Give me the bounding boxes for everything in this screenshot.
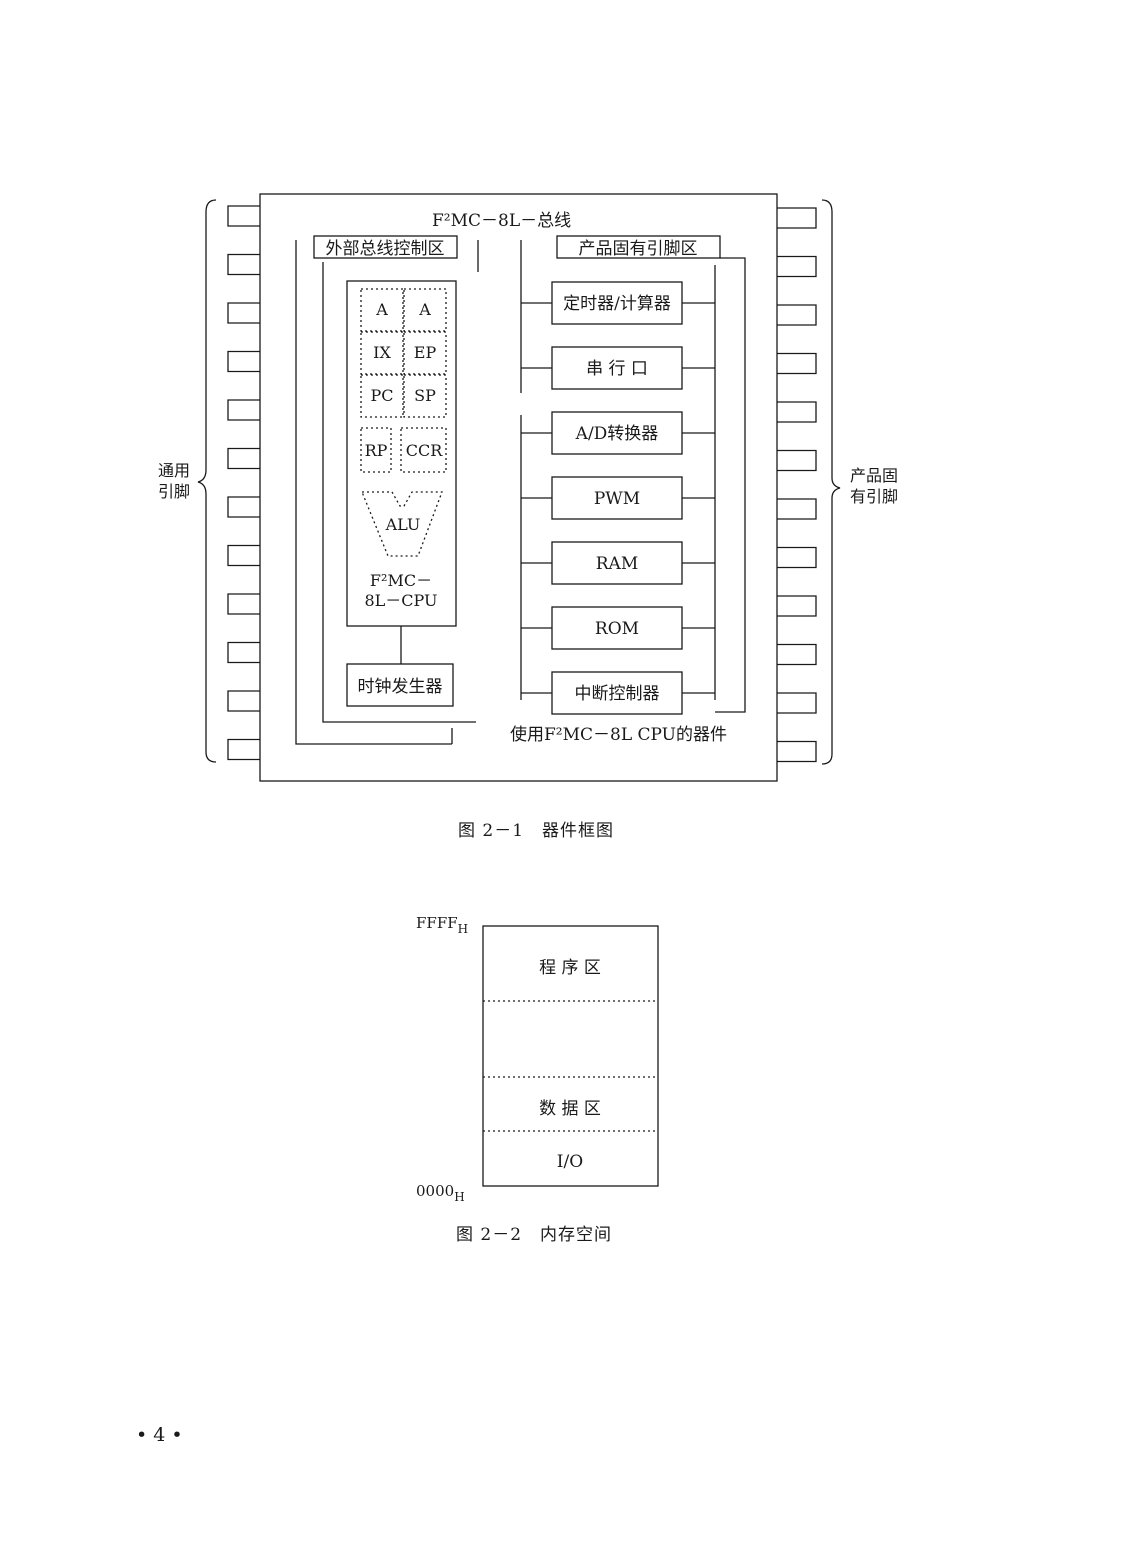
mem-region-data: 数 据 区: [539, 1099, 601, 1119]
peripheral-box: [551, 671, 683, 715]
register-label: A: [375, 300, 388, 319]
clock-block: [346, 663, 454, 707]
left-pin: [227, 690, 260, 712]
left-pin: [227, 496, 260, 518]
right-pin: [777, 546, 817, 569]
right-pin: [777, 692, 817, 714]
product-pin-label-box: [556, 235, 721, 259]
alu-label: ALU: [385, 515, 421, 534]
peripheral-boxes: [551, 281, 683, 715]
left-brace: [197, 199, 217, 763]
peripheral-box: [551, 411, 683, 455]
register-label: EP: [414, 343, 437, 362]
peripheral-box: [551, 346, 683, 390]
left-pin: [227, 253, 260, 276]
peripheral-label: 中断控制器: [575, 684, 660, 704]
clock-label: 时钟发生器: [358, 677, 443, 697]
right-pin: [777, 255, 817, 278]
ext-bus-frame-inner: [322, 262, 476, 723]
right-pin: [777, 643, 817, 666]
ext-bus-frame-outer: [295, 240, 452, 745]
register-label: SP: [414, 386, 436, 405]
register-label: PC: [370, 386, 393, 405]
register-label: RP: [365, 441, 388, 460]
right-pins-label-2: 有引脚: [850, 487, 898, 506]
peripheral-label: ROM: [595, 619, 639, 639]
right-pin: [777, 595, 817, 617]
left-pin: [227, 593, 260, 615]
page-number: • 4 •: [136, 1424, 183, 1446]
left-pins-label-1: 通用: [158, 461, 190, 480]
mem-region-program: 程 序 区: [539, 958, 601, 978]
left-pin: [227, 738, 260, 761]
mem-top-address: FFFFH: [416, 914, 468, 936]
peripheral-box: [551, 476, 683, 520]
right-pin: [777, 207, 817, 229]
register-label: IX: [373, 343, 391, 362]
left-pin: [227, 399, 260, 421]
peripheral-label: PWM: [594, 489, 640, 509]
cpu-label-2: 8L－CPU: [364, 591, 437, 610]
left-pin: [227, 447, 260, 470]
bus-label: F²MC－8L－总线: [432, 211, 571, 231]
right-pin: [777, 498, 817, 520]
figure-1-caption: 图 2－1 器件框图: [458, 821, 615, 841]
peripheral-label: RAM: [596, 554, 638, 574]
right-pin: [777, 401, 817, 423]
peripheral-box: [551, 606, 683, 650]
peripheral-label: 串 行 口: [586, 359, 648, 379]
peripheral-box: [551, 541, 683, 585]
memory-map-outline: [482, 925, 659, 1187]
chip-outline: [259, 193, 778, 782]
left-pins: [227, 205, 260, 761]
alu-outline: [361, 491, 443, 557]
right-pin: [777, 740, 817, 763]
left-pin: [227, 205, 260, 227]
right-pins: [777, 207, 817, 763]
left-pin: [227, 544, 260, 567]
right-brace: [821, 199, 841, 765]
peripheral-box: [551, 281, 683, 325]
ext-bus-label-box: [313, 235, 458, 259]
right-pin: [777, 352, 817, 375]
register-labels: A A IX EP PC SP RP CCR: [365, 300, 444, 460]
mem-region-io: I/O: [557, 1152, 583, 1172]
mem-bottom-address: 0000H: [416, 1182, 465, 1204]
peripheral-label: 定时器/计算器: [563, 294, 671, 314]
left-pin: [227, 641, 260, 664]
product-pin-frame: [715, 257, 746, 713]
product-pin-label: 产品固有引脚区: [579, 239, 698, 259]
register-label: CCR: [406, 441, 443, 460]
right-pin: [777, 449, 817, 472]
cpu-label-1: F²MC－: [370, 571, 432, 590]
peripheral-connectors: [521, 302, 715, 694]
ext-bus-label: 外部总线控制区: [326, 239, 445, 259]
device-caption: 使用F²MC－8L CPU的器件: [510, 724, 727, 745]
right-pin: [777, 304, 817, 326]
left-pin: [227, 302, 260, 324]
peripheral-label: A/D转换器: [575, 424, 659, 444]
left-pin: [227, 350, 260, 373]
right-pins-label-1: 产品固: [850, 466, 898, 485]
figure-2-caption: 图 2－2 内存空间: [456, 1225, 613, 1245]
register-label: A: [418, 300, 431, 319]
left-pins-label-2: 引脚: [158, 482, 190, 501]
